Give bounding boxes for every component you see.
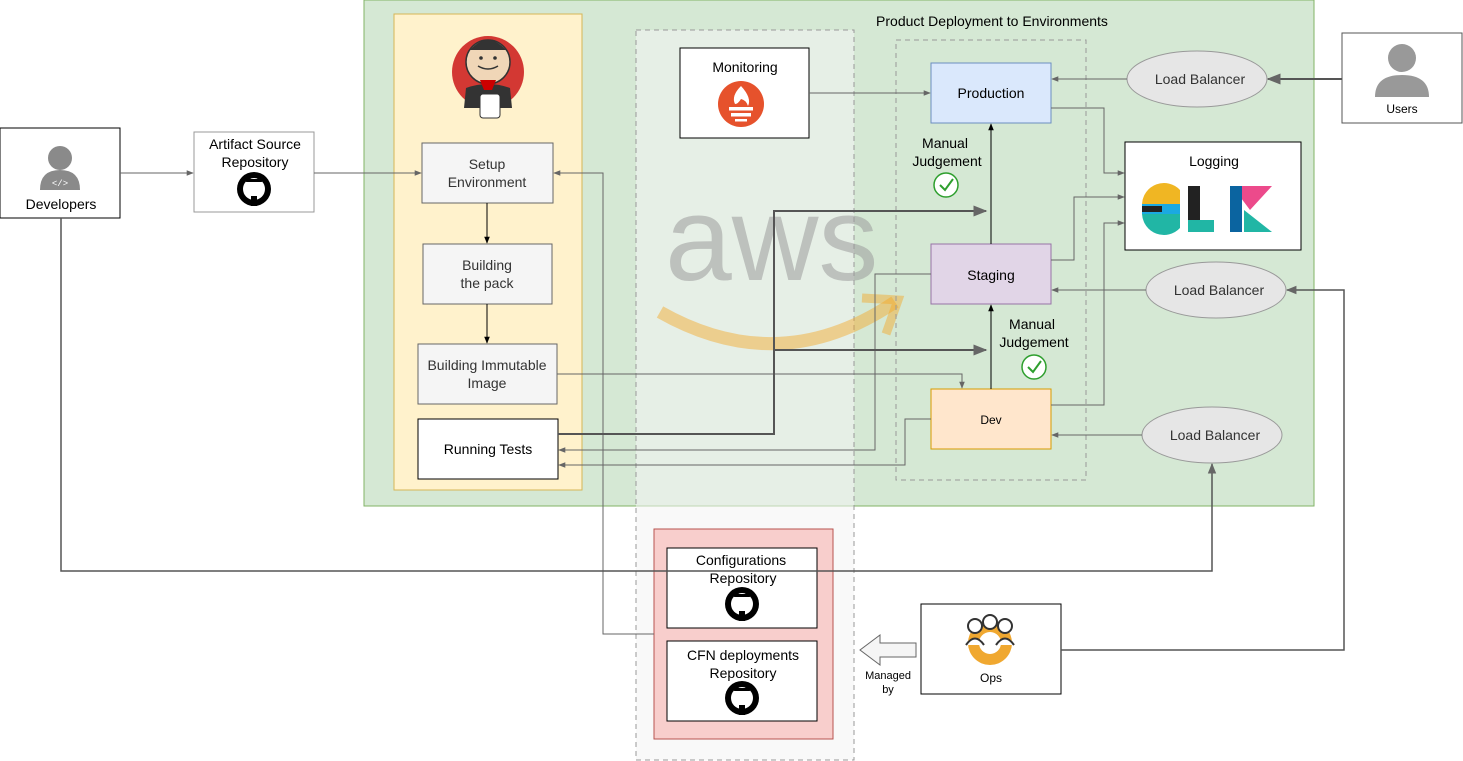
staging-label: Staging [967,267,1014,283]
check-icon-top [933,172,959,198]
monitoring-label: Monitoring [712,59,777,75]
load-balancer-dev-label: Load Balancer [1170,427,1261,443]
managed-by-arrow [859,634,917,666]
ops-team-icon [965,614,1015,665]
building-pack-box [422,243,553,305]
elk-logo [1142,183,1272,235]
manual-judgement-top-1: Manual [922,135,968,151]
region-title: Product Deployment to Environments [876,13,1108,29]
developers-label: Developers [26,196,97,212]
load-balancer-staging-label: Load Balancer [1174,282,1265,298]
setup-environment-label-2: Environment [448,174,527,190]
cfn-repo-label-2: Repository [710,665,777,681]
manual-judgement-bottom-2: Judgement [999,334,1068,350]
github-icon-config [725,587,759,621]
dev-label: Dev [980,413,1001,427]
building-pack-label-1: Building [462,257,512,273]
running-tests-label: Running Tests [444,441,532,457]
config-repo-label-1: Configurations [696,552,786,568]
prometheus-icon [718,81,764,127]
artifact-repo-label-2: Repository [222,154,289,170]
github-icon-cfn [725,681,759,715]
manual-judgement-bottom-1: Manual [1009,316,1055,332]
production-box [930,62,1052,124]
environments-group [895,39,1087,481]
logging-label: Logging [1189,153,1239,169]
managed-by-label-2: by [882,684,894,696]
github-icon-artifact [237,172,271,206]
ops-label: Ops [980,671,1002,685]
user-icon [1375,44,1429,97]
users-label: Users [1386,102,1417,116]
svg-text:aws: aws [665,172,878,306]
connectors [60,73,1345,651]
dev-box [930,388,1052,450]
aws-logo: aws [656,172,905,351]
artifact-repo-label-1: Artifact Source [209,136,301,152]
check-icon-bottom [1021,354,1047,380]
setup-environment-box [421,142,554,204]
manual-judgement-top-2: Judgement [912,153,981,169]
production-label: Production [958,85,1025,101]
managed-by-label-1: Managed [865,670,911,682]
building-pack-label-2: the pack [461,275,515,291]
developer-icon: </> [40,146,80,190]
cfn-repo-label-1: CFN deployments [687,647,799,663]
jenkins-logo [452,36,524,119]
building-image-label-1: Building Immutable [427,357,546,373]
setup-environment-label-1: Setup [469,156,506,172]
config-repo-label-2: Repository [710,570,777,586]
svg-text:</>: </> [52,179,68,189]
building-image-box [417,343,558,405]
load-balancer-production-label: Load Balancer [1155,71,1246,87]
running-tests-box [417,418,559,480]
building-image-label-2: Image [468,375,507,391]
